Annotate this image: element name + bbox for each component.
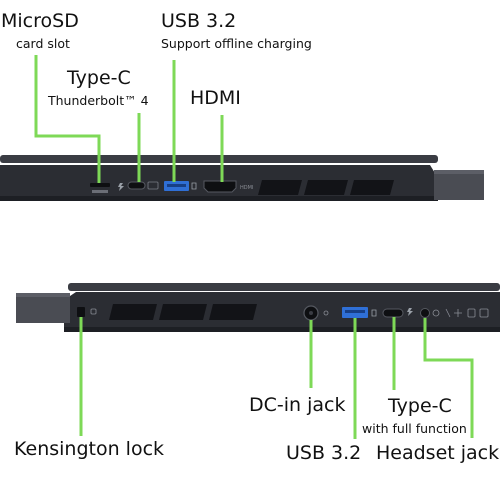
bottom-laptop-side-view	[16, 283, 500, 332]
usb-icon	[191, 182, 197, 190]
hdmi-icon: HDMI	[240, 185, 253, 191]
microsd-icon	[92, 190, 108, 193]
label-dcin: DC-in jack	[249, 394, 346, 416]
hdmi-port	[203, 180, 237, 193]
label-microsd-title: MicroSD	[1, 10, 79, 32]
bottom-lid	[68, 283, 500, 291]
bottom-chassis	[64, 292, 500, 330]
label-usb-top-title: USB 3.2	[161, 10, 237, 32]
typec-port-bottom	[382, 308, 404, 318]
callout-lines	[34, 55, 474, 439]
typec-port-top	[127, 181, 146, 190]
label-usb-top-sub: Support offline charging	[161, 36, 312, 51]
led-indicator-icons	[445, 308, 489, 318]
label-typec-top-title: Type-C	[67, 67, 131, 89]
top-hinge	[434, 170, 484, 200]
label-kensington: Kensington lock	[14, 438, 165, 460]
label-typec-top-sub: Thunderbolt™ 4	[48, 93, 149, 108]
top-lid	[0, 155, 438, 163]
label-headset: Headset jack	[376, 442, 500, 464]
bottom-hinge	[16, 293, 70, 323]
label-hdmi: HDMI	[190, 87, 241, 109]
top-laptop-side-view: HDMI	[0, 155, 484, 201]
headset-icon	[432, 309, 440, 317]
thunderbolt-icon	[118, 183, 124, 191]
charging-icon	[147, 181, 159, 190]
label-typec-bottom-sub: with full function	[362, 421, 467, 436]
callout-headset	[423, 318, 474, 438]
callout-microsd	[34, 55, 101, 183]
bottom-vents	[109, 304, 257, 320]
dc-in-icon	[323, 310, 329, 316]
label-typec-bottom-title: Type-C	[388, 395, 452, 417]
microsd-slot	[90, 183, 110, 187]
label-microsd-sub: card slot	[16, 36, 70, 51]
label-usb-bottom: USB 3.2	[286, 442, 362, 464]
lock-icon	[90, 308, 97, 315]
kensington-slot	[77, 307, 85, 317]
headset-port	[420, 308, 430, 318]
top-chassis-bottom-edge	[0, 196, 438, 201]
top-vents	[258, 180, 394, 195]
